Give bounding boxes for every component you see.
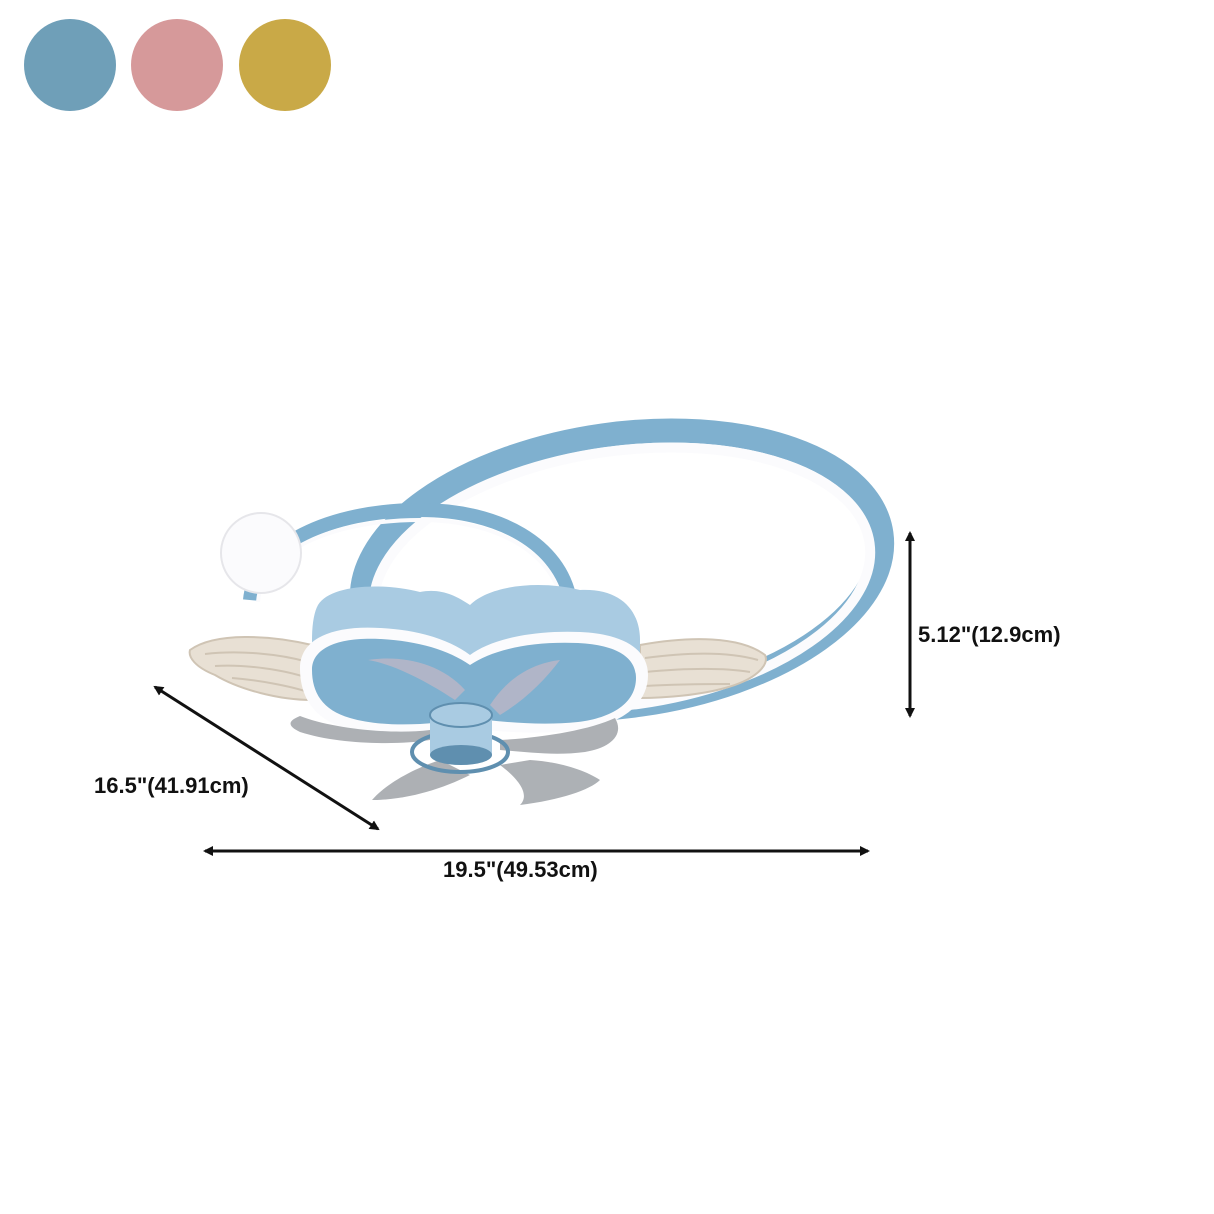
color-option-pink[interactable] bbox=[131, 19, 223, 111]
color-option-blue[interactable] bbox=[24, 19, 116, 111]
left-wing bbox=[188, 636, 313, 702]
color-option-gold[interactable] bbox=[239, 19, 331, 111]
motor-hub bbox=[410, 702, 510, 774]
depth-arrow bbox=[153, 685, 380, 831]
width-dimension-label: 19.5"(49.53cm) bbox=[443, 857, 598, 882]
right-wing bbox=[639, 638, 767, 700]
globe-light bbox=[220, 512, 302, 594]
depth-dimension-label: 16.5"(41.91cm) bbox=[94, 773, 249, 798]
height-dimension-label: 5.12"(12.9cm) bbox=[918, 622, 1061, 647]
